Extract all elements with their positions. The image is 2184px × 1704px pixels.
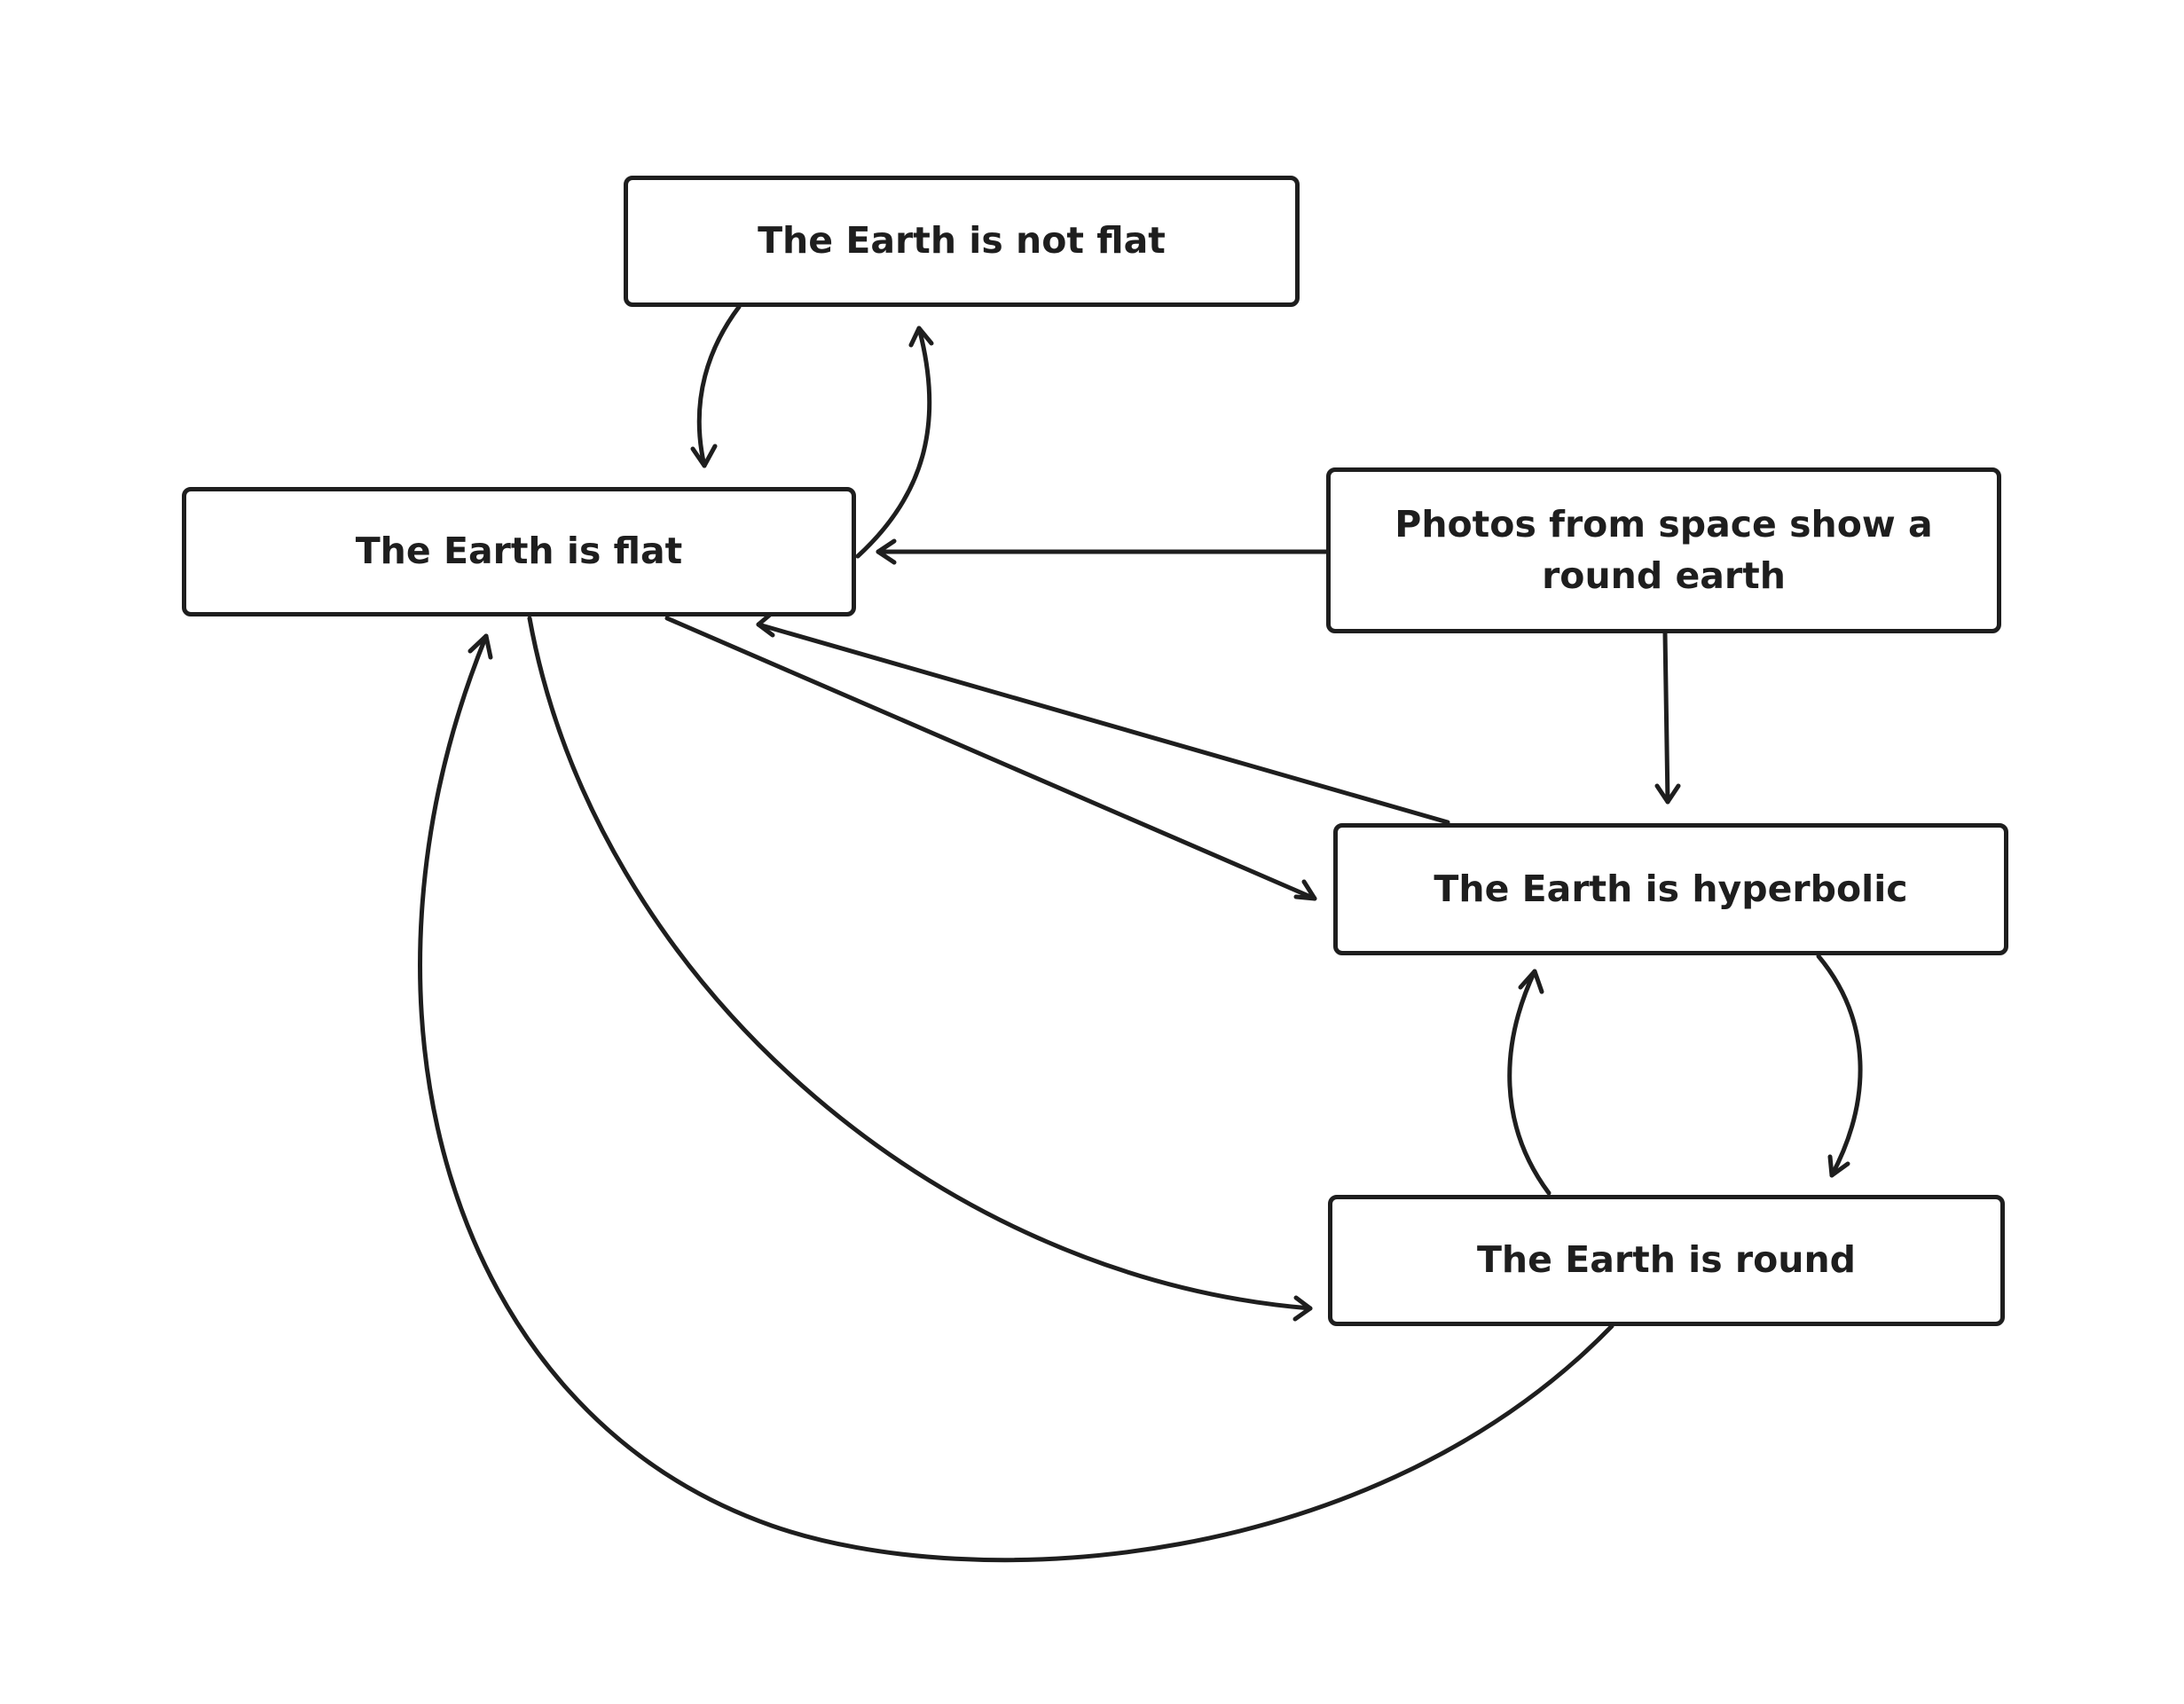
edge-flat-to-not-flat: [855, 326, 932, 559]
node-earth-hyperbolic-label: The Earth is hyperbolic: [1434, 867, 1908, 910]
arrowhead-flat-to-round: [1292, 1295, 1313, 1322]
node-earth-round[interactable]: The Earth is round: [1328, 1195, 2005, 1326]
edge-flat-to-round: [527, 616, 1313, 1311]
arrowhead-not-flat-to-flat: [690, 444, 718, 468]
arrowhead-hyperbolic-to-round: [1827, 1154, 1850, 1178]
arrowhead-flat-to-hyperbolic: [1293, 879, 1317, 901]
node-earth-flat-label: The Earth is flat: [355, 530, 683, 573]
node-earth-hyperbolic[interactable]: The Earth is hyperbolic: [1333, 823, 2008, 955]
arrowhead-round-to-hyperbolic: [1518, 969, 1544, 994]
edge-round-to-flat: [418, 633, 1614, 1563]
arrowhead-photos-to-hyperbolic: [1654, 783, 1681, 805]
node-photos-from-space-label: Photos from space show a round earth: [1394, 503, 1933, 597]
node-earth-not-flat[interactable]: The Earth is not flat: [624, 176, 1300, 307]
edge-round-to-hyperbolic: [1507, 969, 1552, 1196]
node-earth-flat[interactable]: The Earth is flat: [182, 487, 856, 616]
node-earth-not-flat-label: The Earth is not flat: [758, 219, 1166, 263]
node-earth-round-label: The Earth is round: [1476, 1238, 1857, 1282]
arrowhead-hyperbolic-to-flat: [756, 612, 775, 638]
edge-photos-to-hyperbolic: [1662, 631, 1670, 805]
arrowhead-flat-to-not-flat: [908, 326, 934, 348]
edge-flat-to-hyperbolic: [664, 616, 1317, 901]
node-photos-from-space[interactable]: Photos from space show a round earth: [1326, 467, 2001, 633]
edge-hyperbolic-to-round: [1816, 954, 1863, 1178]
arrowhead-photos-to-flat: [876, 538, 897, 565]
edge-hyperbolic-to-flat: [756, 622, 1450, 825]
arrowhead-round-to-flat: [467, 633, 493, 660]
edge-not-flat-to-flat: [696, 304, 742, 468]
